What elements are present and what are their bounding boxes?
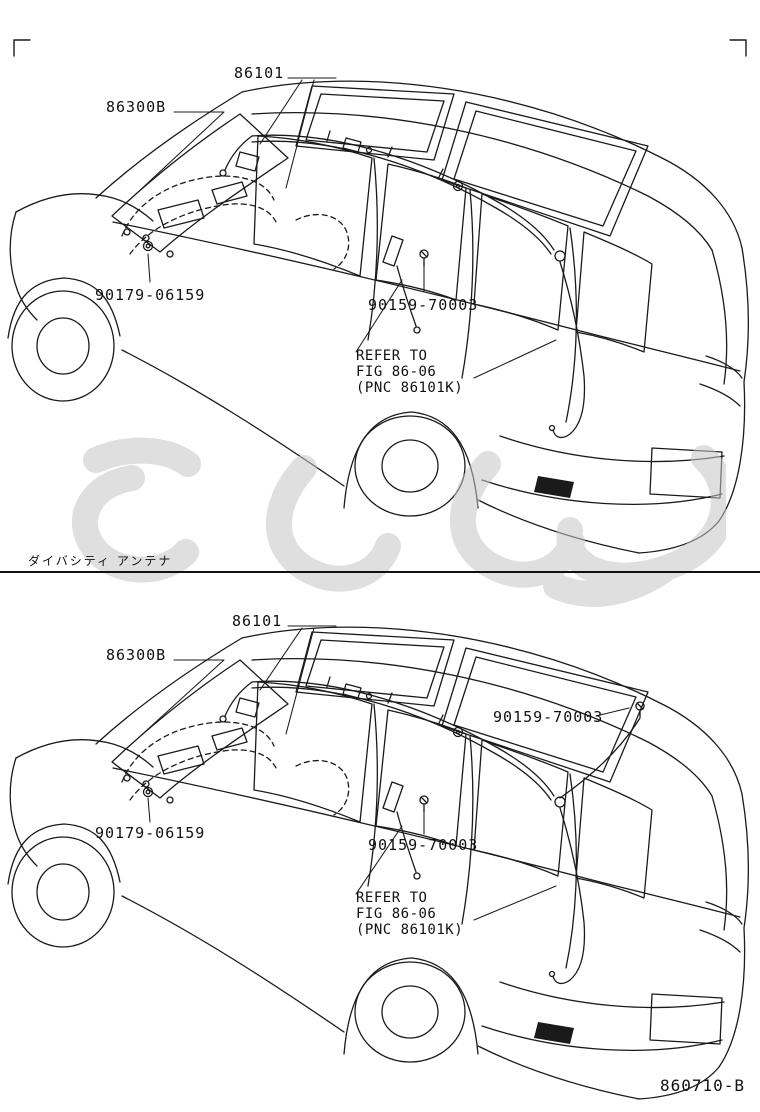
part-label-screw-rear: 90159-70003 bbox=[493, 708, 604, 726]
reference-note: REFER TO FIG 86-06 (PNC 86101K) bbox=[356, 348, 463, 396]
part-label-nut: 90179-06159 bbox=[95, 824, 206, 842]
reference-note-line3: (PNC 86101K) bbox=[356, 922, 464, 938]
part-label-nut: 90179-06159 bbox=[95, 286, 206, 304]
section-divider-line bbox=[0, 571, 760, 573]
reference-note-line1: REFER TO bbox=[356, 890, 428, 906]
leader-lines bbox=[135, 625, 630, 921]
diagram-bottom: 86101 86300B 90159-70003 90179-06159 901… bbox=[0, 586, 760, 1112]
corner-marks bbox=[13, 39, 747, 57]
part-label-antenna-cord: 86101 bbox=[234, 64, 285, 82]
diagram-bottom-art bbox=[7, 625, 749, 1100]
reference-note-line2: FIG 86-06 bbox=[356, 364, 437, 380]
diagram-top-art bbox=[7, 77, 749, 554]
reference-note-line1: REFER TO bbox=[356, 348, 428, 364]
figure-number: 860710-B bbox=[660, 1076, 746, 1095]
section-divider-label: ダイバシティ アンテナ bbox=[28, 554, 173, 568]
reference-note-line3: (PNC 86101K) bbox=[356, 380, 464, 396]
part-label-screw: 90159-70003 bbox=[368, 296, 479, 314]
reference-note: REFER TO FIG 86-06 (PNC 86101K) bbox=[356, 890, 463, 938]
part-label-antenna-assembly: 86300B bbox=[106, 646, 167, 664]
diagram-top: 86101 86300B 90179-06159 90159-70003 REF… bbox=[0, 40, 760, 572]
reference-note-line2: FIG 86-06 bbox=[356, 906, 437, 922]
part-label-screw: 90159-70003 bbox=[368, 836, 479, 854]
part-label-antenna-assembly: 86300B bbox=[106, 98, 167, 116]
rear-screw-assembly bbox=[559, 701, 645, 799]
screw-icon bbox=[635, 701, 645, 718]
part-label-antenna-cord: 86101 bbox=[232, 612, 283, 630]
leader-lines bbox=[135, 77, 557, 379]
